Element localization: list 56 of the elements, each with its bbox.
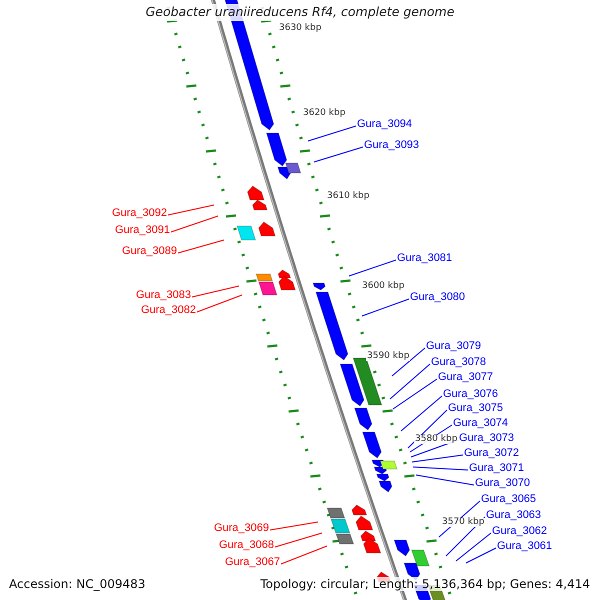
leader-line bbox=[412, 454, 464, 462]
gene-label: Gura_3063 bbox=[486, 510, 542, 521]
accession-text: Accession: NC_009483 bbox=[7, 577, 148, 591]
gene-label: Gura_3083 bbox=[136, 290, 191, 301]
gene-label: Gura_3079 bbox=[426, 341, 482, 352]
leader-line bbox=[348, 260, 396, 276]
leader-line bbox=[466, 548, 496, 564]
gene-label: Gura_3071 bbox=[469, 463, 524, 474]
leader-line bbox=[280, 546, 328, 564]
leader-line bbox=[412, 466, 468, 470]
leader-line bbox=[178, 240, 224, 254]
gene-label: Gura_3091 bbox=[114, 225, 170, 236]
scale-label: 3600 kbp bbox=[361, 282, 406, 291]
scale-label: 3620 kbp bbox=[302, 109, 346, 118]
scale-label: 3630 kbp bbox=[278, 24, 322, 33]
gene-label: Gura_3073 bbox=[459, 433, 514, 444]
scale-label: 3580 kbp bbox=[414, 435, 458, 444]
leader-line bbox=[400, 396, 442, 432]
leader-line bbox=[392, 348, 426, 376]
gene-label: Gura_3094 bbox=[357, 119, 412, 130]
leader-line bbox=[274, 532, 322, 548]
leader-line bbox=[416, 474, 474, 486]
gene-label: Gura_3072 bbox=[464, 448, 520, 459]
gene-label: Gura_3070 bbox=[475, 478, 530, 489]
gene-label: Gura_3067 bbox=[224, 557, 280, 568]
gene-label: Gura_3092 bbox=[112, 208, 167, 219]
scale-label: 3570 kbp bbox=[441, 518, 486, 527]
leader-line bbox=[192, 286, 240, 298]
gene-label: Gura_3089 bbox=[122, 246, 177, 257]
leader-line bbox=[392, 378, 438, 410]
gene-label: Gura_3081 bbox=[397, 253, 452, 264]
gene-label: Gura_3093 bbox=[364, 140, 420, 151]
gene-label: Gura_3076 bbox=[443, 389, 498, 400]
gene-label: Gura_3062 bbox=[492, 526, 548, 537]
genome-info-text: Topology: circular; Length: 5,136,364 bp; Genes: 4,414 bbox=[258, 577, 592, 591]
gene-label: Gura_3080 bbox=[410, 292, 466, 303]
gene-label: Gura_3077 bbox=[438, 372, 494, 383]
leader-line bbox=[270, 522, 318, 530]
scale-label: 3590 kbp bbox=[366, 352, 410, 361]
leader-line bbox=[170, 216, 218, 232]
gene-label: Gura_3074 bbox=[453, 418, 508, 429]
scale-label: 3610 kbp bbox=[326, 192, 370, 201]
leader-line bbox=[196, 294, 242, 312]
leader-line bbox=[308, 126, 356, 142]
leader-line bbox=[314, 146, 364, 162]
gene-label: Gura_3069 bbox=[214, 523, 269, 534]
gene-label: Gura_3082 bbox=[140, 305, 196, 316]
leader-line bbox=[168, 204, 214, 216]
gene-label: Gura_3075 bbox=[448, 403, 504, 414]
leader-line bbox=[390, 364, 430, 400]
gene-label: Gura_3078 bbox=[431, 357, 486, 368]
gene-label: Gura_3068 bbox=[218, 540, 274, 551]
leader-line bbox=[456, 532, 492, 562]
gene-label: Gura_3065 bbox=[481, 494, 536, 505]
leader-line bbox=[362, 298, 410, 316]
gene-label: Gura_3061 bbox=[497, 541, 552, 552]
